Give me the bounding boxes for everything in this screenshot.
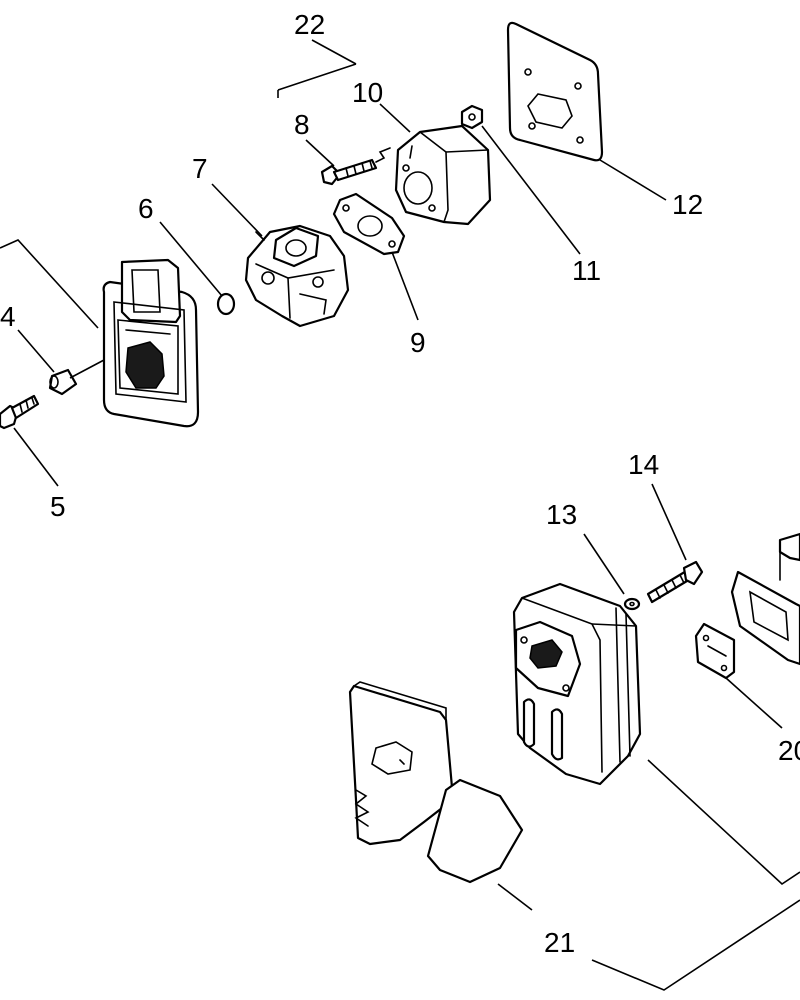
sleeve-part-4 bbox=[48, 368, 78, 396]
callout-labels: 22 10 8 7 6 12 11 9 4 5 14 13 20 21 bbox=[0, 9, 800, 958]
callout-20: 20 bbox=[778, 735, 800, 766]
screw-part-14 bbox=[646, 560, 704, 604]
callout-11: 11 bbox=[572, 255, 601, 286]
callout-21: 21 bbox=[544, 927, 575, 958]
screw-part-8 bbox=[320, 147, 391, 186]
gasket-plate-part-12 bbox=[506, 21, 604, 162]
o-ring-part-6 bbox=[216, 292, 236, 316]
callout-7: 7 bbox=[192, 153, 208, 184]
callout-14: 14 bbox=[628, 449, 659, 480]
callout-5: 5 bbox=[50, 491, 66, 522]
leader-lines bbox=[0, 39, 800, 991]
callout-6: 6 bbox=[138, 193, 154, 224]
nut-part-11 bbox=[460, 104, 484, 130]
callout-12: 12 bbox=[672, 189, 703, 220]
callout-10: 10 bbox=[352, 77, 383, 108]
spacer-block-part-10 bbox=[394, 124, 492, 226]
bolt-part-5 bbox=[0, 394, 40, 430]
heat-shield-part-21 bbox=[348, 681, 524, 884]
callout-22: 22 bbox=[294, 9, 325, 40]
muffler-body bbox=[512, 582, 642, 786]
exhaust-gasket bbox=[730, 532, 800, 666]
small-plate-part-20 bbox=[694, 622, 736, 680]
callout-8: 8 bbox=[294, 109, 310, 140]
callout-13: 13 bbox=[546, 499, 577, 530]
callout-9: 9 bbox=[410, 327, 426, 358]
air-filter-housing bbox=[102, 258, 200, 428]
carburetor-gasket-part-9 bbox=[332, 192, 406, 256]
washer-part-13 bbox=[623, 597, 641, 611]
carburetor-part-7 bbox=[244, 224, 350, 328]
callout-4: 4 bbox=[0, 301, 16, 332]
